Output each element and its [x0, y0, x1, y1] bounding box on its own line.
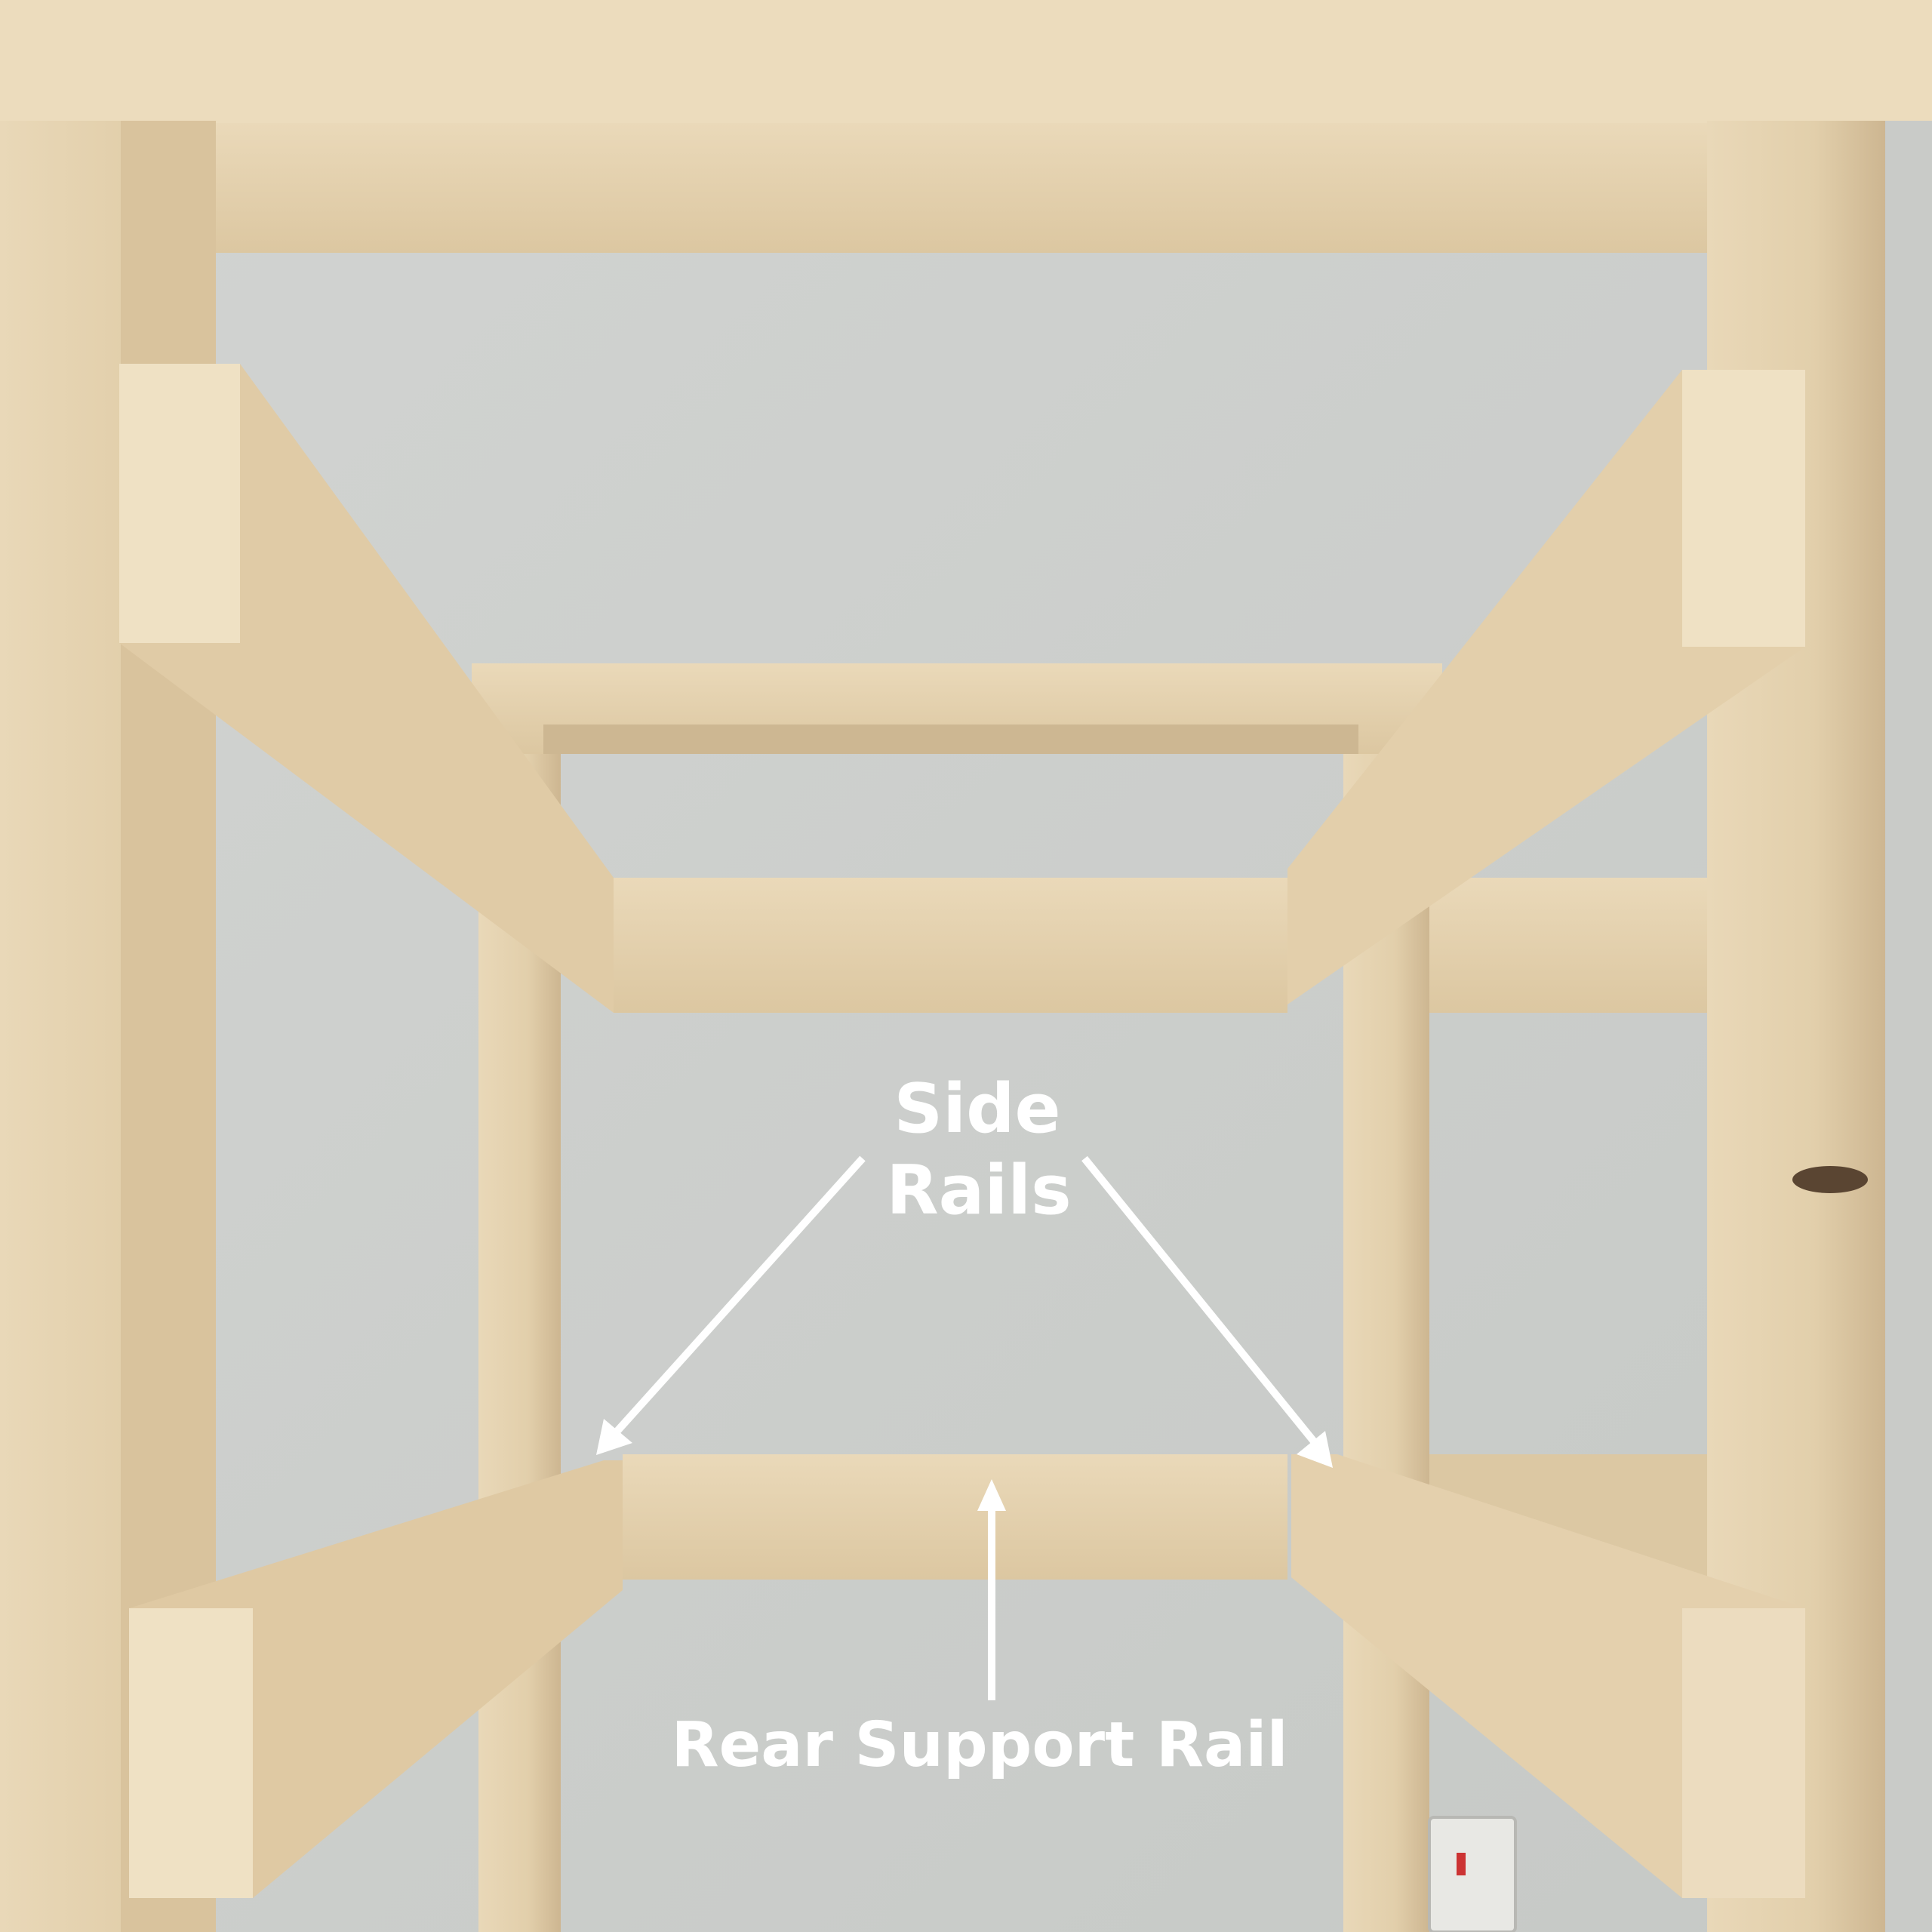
upper-back-rail-shadow [543, 724, 1358, 754]
upper-right-rail-end-grain [1682, 370, 1805, 647]
wood-knot [1792, 1166, 1868, 1193]
upper-left-rail-end-grain [119, 364, 240, 643]
middle-back-rail [614, 878, 1287, 1013]
middle-right-rail [1429, 878, 1707, 1013]
annotation-arrows [596, 1155, 1333, 1700]
label-side: Side [894, 1069, 1060, 1149]
electrical-outlet [1428, 1816, 1517, 1932]
arrowhead-right [1297, 1431, 1333, 1468]
label-rear-support-rail: Rear Support Rail [671, 1709, 1287, 1781]
wall-edge [1885, 121, 1932, 1932]
lower-right-side-rail [1291, 1454, 1805, 1898]
upper-right-side-rail [1287, 370, 1805, 1004]
label-rails: Rails [886, 1151, 1071, 1230]
rear-support-rail [623, 1454, 1287, 1580]
outlet-test-button [1457, 1853, 1466, 1875]
upper-left-side-rail [119, 364, 614, 1013]
arrowhead-up [977, 1479, 1006, 1511]
top-beam [0, 0, 1932, 123]
lower-right-rail-end-grain [1682, 1608, 1805, 1898]
header-beam [123, 123, 1787, 253]
lower-left-rail-end-grain [129, 1608, 253, 1898]
arrow-right-side-rail [1081, 1155, 1320, 1448]
arrow-left-side-rail [608, 1155, 866, 1441]
arrowhead-left [596, 1419, 632, 1455]
